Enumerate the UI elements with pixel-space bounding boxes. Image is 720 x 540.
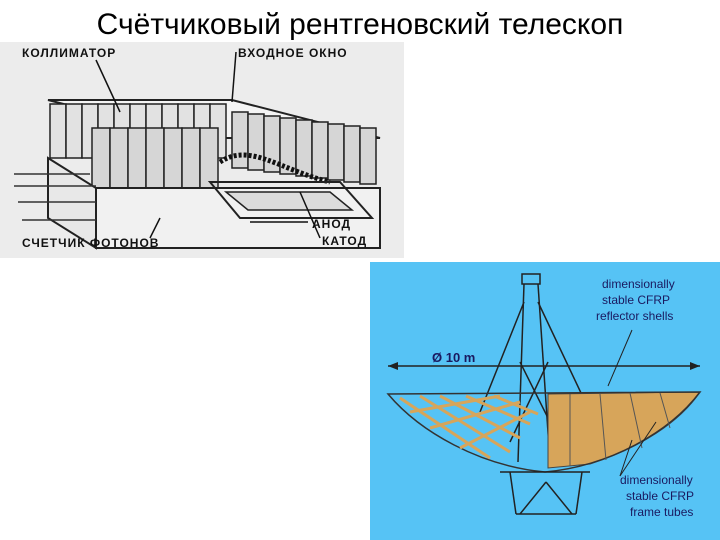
label-cathode: КАТОД (322, 234, 367, 248)
label-shells-line2: stable CFRP (602, 293, 670, 307)
label-collimator: КОЛЛИМАТОР (22, 46, 116, 60)
label-shells-line1: dimensionally (602, 277, 675, 291)
label-anode: АНОД (312, 217, 351, 231)
label-shells-line3: reflector shells (596, 309, 673, 323)
counter-diagram: КОЛЛИМАТОР ВХОДНОЕ ОКНО АНОД КАТОД СЧЕТЧ… (0, 42, 404, 258)
label-frame-line1: dimensionally (620, 473, 693, 487)
label-diameter: Ø 10 m (432, 350, 475, 365)
label-frame-line3: frame tubes (630, 505, 693, 519)
label-frame-line2: stable CFRP (626, 489, 694, 503)
reflector-diagram: Ø 10 m dimensionally stable CFRP reflect… (370, 262, 720, 540)
label-photon-counter: СЧЕТЧИК ФОТОНОВ (22, 236, 159, 250)
label-entrance-window: ВХОДНОЕ ОКНО (238, 46, 348, 60)
slide-title: Счётчиковый рентгеновский телескоп (96, 8, 624, 41)
